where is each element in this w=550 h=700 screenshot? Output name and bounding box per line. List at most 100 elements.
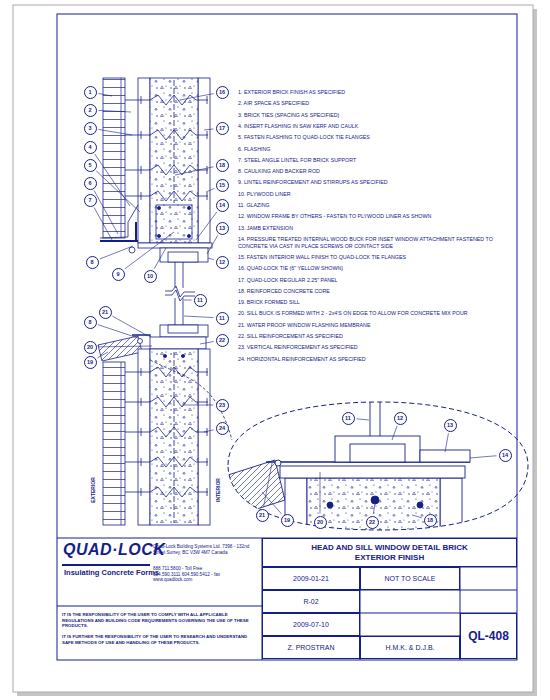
callout-number: 17	[216, 122, 229, 135]
note-item: 8. CAULKING AND BACKER ROD	[238, 168, 510, 175]
callout-number: 8	[84, 316, 97, 329]
leader-line	[180, 94, 214, 100]
note-item: 13. JAMB EXTENSION	[238, 225, 510, 232]
callout-number: 4	[84, 141, 97, 154]
title-block-cell: 2009-07-10	[262, 613, 360, 636]
leader-line	[184, 316, 214, 318]
callout-number: 11	[194, 294, 207, 307]
leader-line	[95, 154, 130, 206]
leader-line	[94, 207, 112, 240]
note-item: 16. QUAD-LOCK TIE (6" YELLOW SHOWN)	[238, 265, 510, 272]
leader-line	[184, 300, 192, 301]
leader-line	[204, 129, 214, 130]
leader-line	[392, 426, 397, 440]
callout-number: 11	[342, 412, 355, 425]
note-item: 18. REINFORCED CONCRETE CORE	[238, 288, 510, 295]
company-phone: 888.711.5800 - Toll Free 604.590.3111 60…	[153, 566, 225, 583]
leader-line	[470, 456, 497, 458]
leader-line	[373, 504, 375, 514]
leader-line	[175, 167, 214, 175]
side-label: INTERIOR	[215, 478, 221, 502]
callout-number: 13	[216, 222, 229, 235]
callout-number: 22	[216, 334, 229, 347]
callout-number: 12	[394, 412, 407, 425]
note-item: 9. LINTEL REINFORCEMENT AND STIRRUPS AS …	[238, 179, 510, 186]
leader-line	[98, 346, 152, 348]
note-item: 7. STEEL ANGLE LINTEL FOR BRICK SUPPORT	[238, 157, 510, 164]
callout-number: 19	[84, 356, 97, 369]
note-item: 2. AIR SPACE AS SPECIFIED	[238, 100, 510, 107]
note-item: 11. GLAZING	[238, 202, 510, 209]
leader-line	[98, 325, 138, 338]
cell-text: 2009-01-21	[293, 575, 329, 582]
note-item: 23. VERTICAL REINFORCEMENT AS SPECIFIED	[238, 344, 510, 351]
disclaimer-note: IT IS FURTHER THE RESPONSIBILITY OF THE …	[62, 634, 257, 645]
leader-line	[320, 472, 321, 514]
note-item: 4. INSERT FLASHING IN SAW KERF AND CAULK	[238, 123, 510, 130]
leader-line	[445, 433, 448, 452]
title-block-cell: QL-408	[460, 613, 517, 659]
note-item: 3. BRICK TIES (SPACING AS SPECIFIED)	[238, 112, 510, 119]
cell-text: Z. PROSTRAN	[287, 644, 334, 651]
leader-line	[112, 316, 148, 336]
leader-line	[200, 342, 214, 344]
callout-number: 3	[84, 122, 97, 135]
note-item: 22. SILL REINFORCEMENT AS SPECIFIED	[238, 333, 510, 340]
callout-number: 16	[216, 86, 229, 99]
disclaimer-note: IT IS THE RESPONSIBILITY OF THE USER TO …	[62, 612, 257, 629]
leader-line	[196, 212, 217, 240]
note-item: 19. BRICK FORMED SILL	[238, 299, 510, 306]
title-block-cell: Z. PROSTRAN	[262, 636, 360, 659]
callout-number: 5	[84, 159, 97, 172]
callout-number: 1	[84, 86, 97, 99]
logo-tagline: Insulating Concrete Forms	[64, 568, 159, 577]
title-block-cell: H.M.K. & D.J.B.	[360, 636, 460, 659]
leader-line	[94, 190, 118, 234]
leader-line	[154, 248, 166, 269]
leader-line	[98, 110, 131, 112]
callout-number: 20	[314, 516, 327, 529]
cell-text: QL-408	[468, 629, 509, 643]
logo-text: QUAD·LOCK	[63, 541, 165, 559]
cell-text: R-02	[303, 598, 318, 605]
callout-number: 24	[216, 422, 229, 435]
note-item: 20. SILL BUCK IS FORMED WITH 2 - 2x4'S O…	[238, 310, 510, 317]
cell-text: NOT TO SCALE	[385, 575, 436, 582]
leader-line	[206, 188, 214, 192]
callout-number: 8	[86, 256, 99, 269]
note-item: 1. EXTERIOR BRICK FINISH AS SPECIFIED	[238, 89, 510, 96]
title-cell: HEAD AND SILL WINDOW DETAIL BRICK EXTERI…	[262, 538, 517, 567]
callout-number: 2	[84, 104, 97, 117]
leader-line	[125, 232, 174, 269]
note-item: 17. QUAD-LOCK REGULAR 2.25" PANEL	[238, 277, 510, 284]
note-item: 14. PRESSURE TREATED INTERNAL WOOD BUCK …	[238, 236, 510, 249]
callout-number: 10	[144, 270, 157, 283]
callout-number: 20	[84, 341, 97, 354]
cell-text: H.M.K. & D.J.B.	[385, 644, 434, 651]
callout-number: 11	[216, 312, 229, 325]
leader-line	[356, 419, 369, 420]
callout-number: 7	[84, 194, 97, 207]
company-address: Quad-Lock Building Systems Ltd. 7398 - 1…	[153, 544, 257, 555]
callout-number: 19	[281, 514, 294, 527]
title-block-cell: R-02	[262, 590, 360, 613]
callout-number: 6	[84, 177, 97, 190]
note-item: 10. PLYWOOD LINER	[238, 191, 510, 198]
drawing-title: HEAD AND SILL WINDOW DETAIL BRICK EXTERI…	[302, 543, 477, 563]
callout-number: 12	[216, 256, 229, 269]
callout-number: 14	[216, 199, 229, 212]
leader-line	[204, 430, 214, 432]
callout-number: 18	[424, 514, 437, 527]
note-item: 5. FASTEN FLASHING TO QUAD-LOCK TIE FLAN…	[238, 134, 510, 141]
note-item: 21. WATER PROOF WINDOW FLASHING MEMBRANE	[238, 322, 510, 329]
title-block-cell: 2009-01-21	[262, 567, 360, 590]
title-block-cell: NOT TO SCALE	[360, 567, 460, 590]
callout-number: 21	[99, 306, 112, 319]
side-label: EXTERIOR	[90, 477, 96, 503]
callout-number: 23	[216, 399, 229, 412]
note-item: 24. HORIZONTAL REINFORCEMENT AS SPECIFIE…	[238, 356, 510, 363]
note-item: 12. WINDOW FRAME BY OTHERS - FASTEN TO P…	[238, 213, 510, 220]
callout-number: 22	[366, 516, 379, 529]
leader-line	[264, 463, 272, 507]
callout-number: 14	[499, 449, 512, 462]
